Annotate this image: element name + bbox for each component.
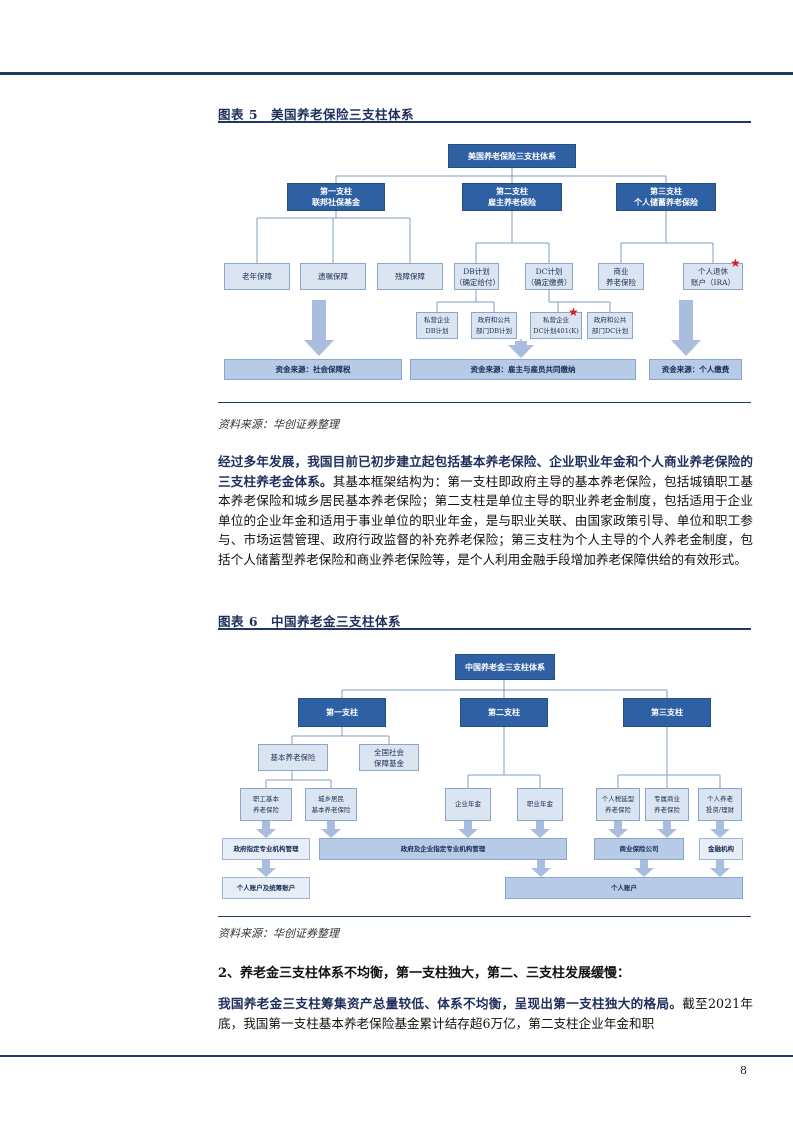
figure5-db-private-box: 私营企业 DB计划 <box>416 312 458 339</box>
figure6-enterprise-annuity-box: 企业年金 <box>445 788 491 821</box>
figure6-mgmt-3: 商业保险公司 <box>594 838 684 860</box>
figure6-pillar3-box: 第三支柱 <box>623 698 711 727</box>
figure5-root-box: 美国养老保险三支柱体系 <box>448 144 576 168</box>
figure5-db-box: DB计划 （确定给付） <box>454 263 500 290</box>
figure5-pillar2-box: 第二支柱 雇主养老保险 <box>462 183 562 211</box>
page-number: 8 <box>740 1064 747 1077</box>
figure5-funding-3: 资金来源：个人缴费 <box>649 359 742 380</box>
figure5-old-age-box: 老年保障 <box>224 263 290 290</box>
figure6-basic-pension-box: 基本养老保险 <box>258 744 328 771</box>
section2-lead: 我国养老金三支柱筹集资产总量较低、体系不均衡，呈现出第一支柱独大的格局。 <box>218 996 683 1011</box>
paragraph1-body: 其基本框架结构为：第一支柱即政府主导的基本养老保险，包括城镇职工基本养老保险和城… <box>218 473 754 567</box>
figure6-title: 图表 6 中国养老金三支柱体系 <box>218 614 402 629</box>
figure6-account-2: 个人账户 <box>505 877 743 899</box>
figure5-ira-box: 个人退休 账户（IRA） <box>683 263 743 290</box>
figure5-dc-public-box: 政府和公共 部门DC计划 <box>587 312 633 339</box>
figure5-funding-2: 资金来源：雇主与雇员共同缴纳 <box>410 359 636 380</box>
figure5-db-public-box: 政府和公共 部门DB计划 <box>471 312 517 339</box>
star-icon: ★ <box>730 256 741 270</box>
figure6-ssf-box: 全国社会 保障基金 <box>359 744 419 771</box>
figure6-resident-pension-box: 城乡居民 基本养老保险 <box>305 788 357 821</box>
footer-rule <box>0 1055 793 1057</box>
figure6-exclusive-commercial-box: 专属商业 养老保险 <box>645 788 689 821</box>
header-rule <box>0 72 793 75</box>
section2-heading: 2、养老金三支柱体系不均衡，第一支柱独大，第二、三支柱发展缓慢： <box>218 966 631 981</box>
figure5-bottom-rule <box>218 402 751 403</box>
section2-body: 截至2021年底，我国第一支柱基本养老保险基金累计结存超6万亿，第二支柱企业年金… <box>218 996 753 1031</box>
figure5-disability-box: 残障保障 <box>377 263 443 290</box>
figure5-title-rule <box>218 121 751 123</box>
figure6-mgmt-4: 金融机构 <box>699 838 743 860</box>
figure6-bottom-rule <box>218 916 751 917</box>
figure5-commercial-box: 商业 养老保险 <box>598 263 644 290</box>
figure5-funding-1: 资金来源：社会保障税 <box>224 359 402 380</box>
star-icon: ★ <box>568 305 579 319</box>
figure5-title: 图表 5 美国养老保险三支柱体系 <box>218 107 415 122</box>
figure6-pillar1-box: 第一支柱 <box>298 698 386 727</box>
body-paragraph-1: 经过多年发展，我国目前已初步建立起包括基本养老保险、企业职业年金和个人商业养老保… <box>218 452 753 569</box>
figure6-account-1: 个人账户及统筹账户 <box>222 877 310 899</box>
figure6-pillar2-box: 第二支柱 <box>460 698 548 727</box>
figure5-source: 资料来源：华创证券整理 <box>218 418 339 431</box>
figure5-dc-401k-box: 私营企业 DC计划401(K) <box>530 312 582 339</box>
figure5-dc-box: DC计划 （确定缴费） <box>525 263 573 290</box>
figure6-root-box: 中国养老金三支柱体系 <box>455 654 555 680</box>
figure6-mgmt-2: 政府及企业指定专业机构管理 <box>319 838 567 860</box>
figure6-personal-invest-box: 个人养老 投资/理财 <box>698 788 742 821</box>
paragraph1-lead: 经过多年发展，我国目前已初步建立起包括基本养老保险、企业职业年金和个人商业养老保… <box>218 454 753 489</box>
figure6-source: 资料来源：华创证券整理 <box>218 927 339 940</box>
figure6-employee-pension-box: 职工基本 养老保险 <box>240 788 292 821</box>
figure6-occupational-annuity-box: 职业年金 <box>517 788 563 821</box>
body-paragraph-2: 我国养老金三支柱筹集资产总量较低、体系不均衡，呈现出第一支柱独大的格局。截至20… <box>218 994 753 1033</box>
figure6-tax-deferred-box: 个人税延型 养老保险 <box>596 788 640 821</box>
figure5-survivor-box: 遗嘱保障 <box>300 263 366 290</box>
figure6-mgmt-1: 政府指定专业机构管理 <box>222 838 310 860</box>
figure6-title-rule <box>218 628 751 630</box>
figure5-pillar3-box: 第三支柱 个人储蓄养老保险 <box>616 183 716 211</box>
figure5-pillar1-box: 第一支柱 联邦社保基金 <box>287 183 385 211</box>
